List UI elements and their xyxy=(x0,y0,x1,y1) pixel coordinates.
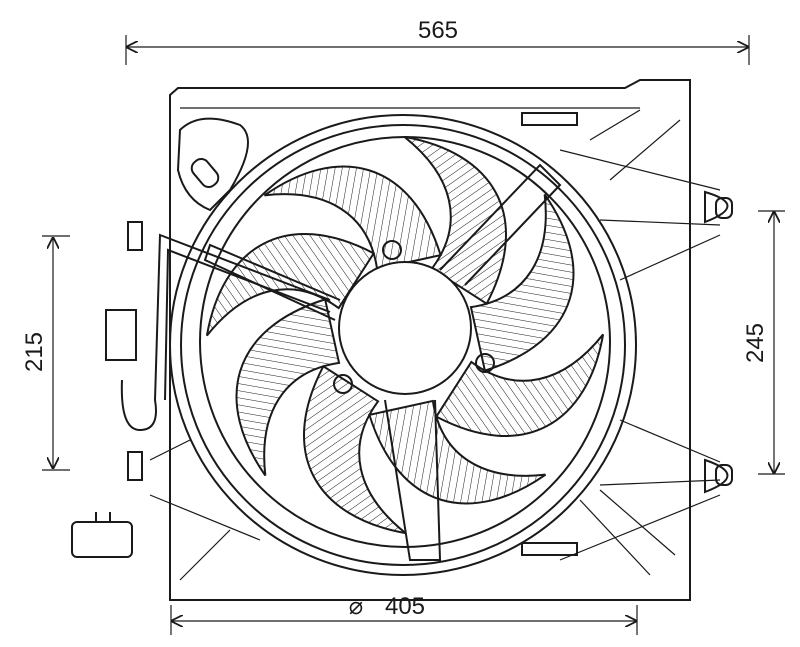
dimension-right-height-label: 245 xyxy=(742,323,769,363)
fan-ring-outer xyxy=(169,114,637,576)
wire-harness xyxy=(120,233,331,432)
mount-hole-top xyxy=(715,197,733,219)
motor-hub xyxy=(338,261,472,395)
connector-plug xyxy=(71,521,133,558)
mount-hole-bottom xyxy=(715,464,733,486)
diameter-symbol: ⌀ xyxy=(349,593,363,620)
fan-blades xyxy=(205,135,605,535)
dimension-diameter-label: 405 xyxy=(385,593,425,620)
mount-tab-top xyxy=(704,190,729,224)
dimension-width-label: 565 xyxy=(418,17,458,44)
hub-bolt-2 xyxy=(475,353,495,373)
connector-socket xyxy=(190,157,220,189)
clip-left-top xyxy=(127,221,143,251)
connector-housing-top xyxy=(176,117,249,212)
dimension-width: 565 xyxy=(125,17,750,65)
inline-connector xyxy=(105,309,137,361)
fan-blade xyxy=(403,135,507,306)
clip-bottom xyxy=(521,542,578,556)
fan-blade xyxy=(469,193,575,372)
dimension-left-height-label: 215 xyxy=(21,332,48,372)
hub-bolt-3 xyxy=(333,374,353,394)
dimension-right-height: 245 xyxy=(742,210,785,475)
clip-top xyxy=(521,112,578,126)
fan-blade xyxy=(303,364,407,535)
fan-ring-mid xyxy=(180,124,626,566)
fan-blade xyxy=(434,333,605,437)
dimension-diameter: ⌀ 405 xyxy=(170,593,638,635)
mount-tab-bottom xyxy=(704,458,729,494)
shroud-frame xyxy=(169,79,691,601)
hub-bolt-1 xyxy=(382,240,402,260)
wire-harness-2 xyxy=(164,248,331,401)
dimension-left-height: 215 xyxy=(21,235,70,471)
struts xyxy=(149,109,721,581)
fan-blade xyxy=(235,298,341,477)
clip-left-bottom xyxy=(127,451,143,481)
